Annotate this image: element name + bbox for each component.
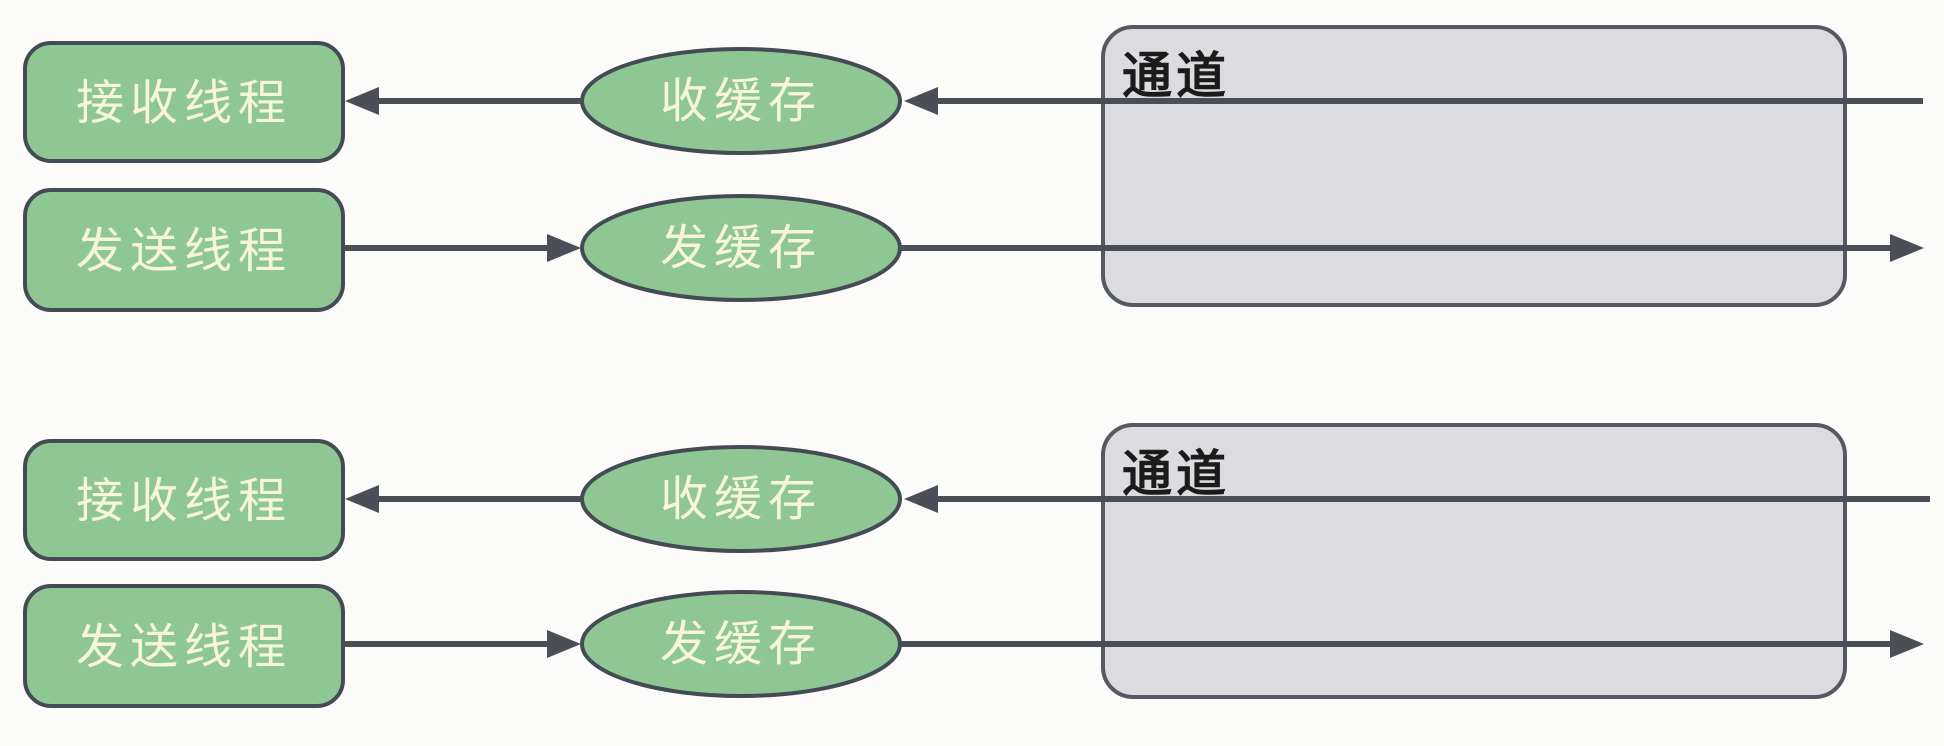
arrowhead-right-icon <box>1890 234 1924 262</box>
receive-thread-label: 接收线程 <box>76 77 292 130</box>
arrowhead-right-icon <box>547 630 581 658</box>
channel-node <box>1101 423 1847 699</box>
diagram-group-bottom: 通道 接收线程 发送线程 收缓存 发缓存 <box>23 423 1930 708</box>
channel-label: 通道 <box>1122 48 1230 104</box>
receive-buffer-label: 收缓存 <box>660 473 822 526</box>
diagram-group-top: 通道 接收线程 发送线程 收缓存 发缓存 <box>23 25 1924 312</box>
arrowhead-left-icon <box>345 485 379 513</box>
receive-thread-node <box>23 439 345 561</box>
channel-label: 通道 <box>1122 446 1230 502</box>
arrowhead-left-icon <box>904 485 938 513</box>
send-thread-label: 发送线程 <box>76 621 292 674</box>
channel-node <box>1101 25 1847 307</box>
arrowhead-left-icon <box>904 87 938 115</box>
receive-buffer-label: 收缓存 <box>660 75 822 128</box>
send-buffer-label: 发缓存 <box>660 618 822 671</box>
send-buffer-label: 发缓存 <box>660 222 822 275</box>
arrowhead-right-icon <box>547 234 581 262</box>
send-thread-label: 发送线程 <box>76 225 292 278</box>
receive-thread-node <box>23 41 345 163</box>
receive-thread-label: 接收线程 <box>76 475 292 528</box>
arrowhead-right-icon <box>1890 630 1924 658</box>
arrowhead-left-icon <box>345 87 379 115</box>
